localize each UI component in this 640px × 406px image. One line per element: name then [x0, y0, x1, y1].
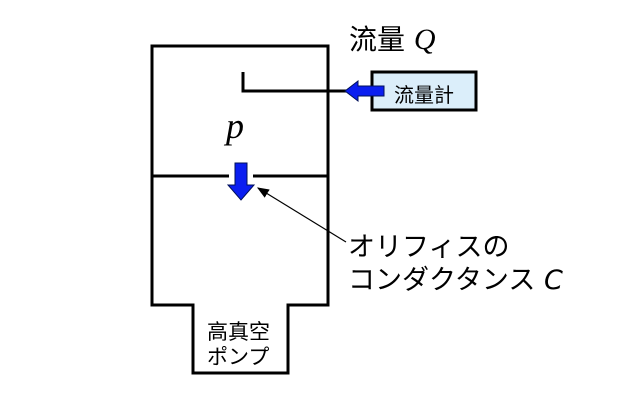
- flowmeter-label: 流量計: [394, 83, 454, 107]
- orifice-label-line1: オリフィスの: [348, 232, 510, 263]
- flow-label-text: 流量: [349, 23, 406, 56]
- orifice-flow-arrow-icon: [226, 162, 256, 201]
- pressure-symbol: p: [226, 106, 244, 146]
- orifice-label-text: コンダクタンス: [348, 265, 536, 296]
- conductance-symbol: C: [543, 265, 563, 296]
- orifice-leader-line: [256, 187, 347, 243]
- vacuum-chamber-outline: [150, 44, 330, 375]
- orifice-label-line2: コンダクタンス C: [348, 258, 563, 297]
- flow-label: 流量 Q: [349, 18, 436, 58]
- inlet-pipe: [241, 72, 370, 93]
- flow-arrow-icon: [344, 79, 385, 103]
- flowmeter-box: [370, 70, 478, 112]
- flow-symbol: Q: [413, 23, 436, 56]
- pump-label-line1: 高真空: [207, 320, 270, 344]
- pump-label-line2: ポンプ: [207, 345, 270, 369]
